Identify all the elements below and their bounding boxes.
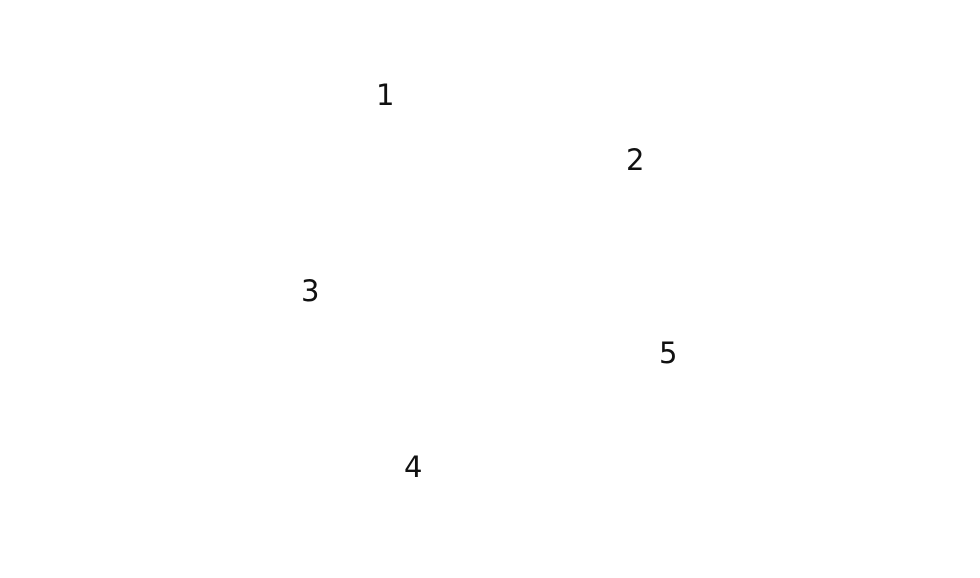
number-label-1: 1 — [376, 78, 395, 112]
number-label-4: 4 — [404, 450, 423, 484]
number-label-2: 2 — [626, 143, 645, 177]
number-label-5: 5 — [659, 336, 678, 370]
number-label-3: 3 — [301, 274, 320, 308]
